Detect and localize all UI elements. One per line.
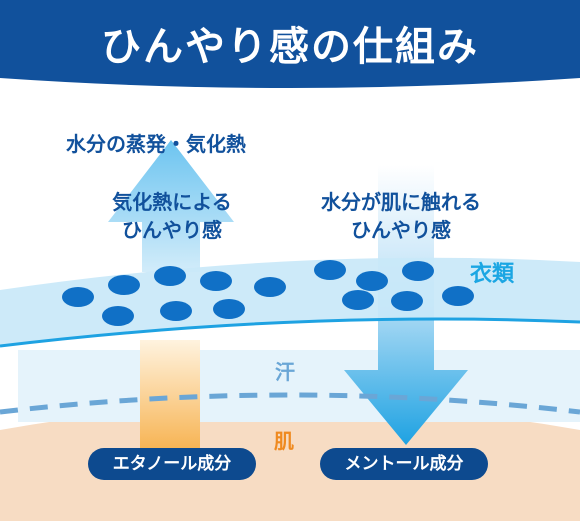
- clothing-layer: [0, 257, 580, 346]
- droplet: [342, 290, 374, 310]
- droplet: [314, 260, 346, 280]
- droplet: [62, 287, 94, 307]
- evaporation-label: 水分の蒸発・気化熱: [66, 132, 246, 156]
- water-droplets: [62, 260, 474, 326]
- menthol-ingredient-badge: メントール成分: [320, 448, 488, 480]
- droplet: [102, 306, 134, 326]
- contact-cooling-label: 水分が肌に触れる ひんやり感: [296, 188, 506, 244]
- ethanol-ingredient-badge: エタノール成分: [88, 448, 256, 480]
- droplet: [391, 291, 423, 311]
- clothing-label: 衣類: [470, 262, 515, 287]
- droplet: [356, 271, 388, 291]
- evaporation-arrow: [108, 140, 234, 272]
- droplet: [108, 275, 140, 295]
- droplet: [154, 266, 186, 286]
- clothing-edge: [0, 317, 580, 348]
- droplet: [442, 286, 474, 306]
- evaporative-cooling-label: 気化熱による ひんやり感: [92, 188, 252, 244]
- title-banner: [0, 0, 580, 88]
- evaporative-cooling-text: 気化熱による ひんやり感: [112, 190, 232, 242]
- droplet: [402, 261, 434, 281]
- droplet: [254, 277, 286, 297]
- skin-label: 肌: [274, 429, 294, 453]
- sweat-label: 汗: [275, 360, 295, 384]
- page-title: ひんやり感の仕組み: [101, 24, 479, 70]
- droplet: [160, 301, 192, 321]
- contact-cooling-text: 水分が肌に触れる ひんやり感: [321, 190, 481, 242]
- sweat-region: [18, 350, 580, 422]
- droplet: [213, 299, 245, 319]
- droplet: [200, 271, 232, 291]
